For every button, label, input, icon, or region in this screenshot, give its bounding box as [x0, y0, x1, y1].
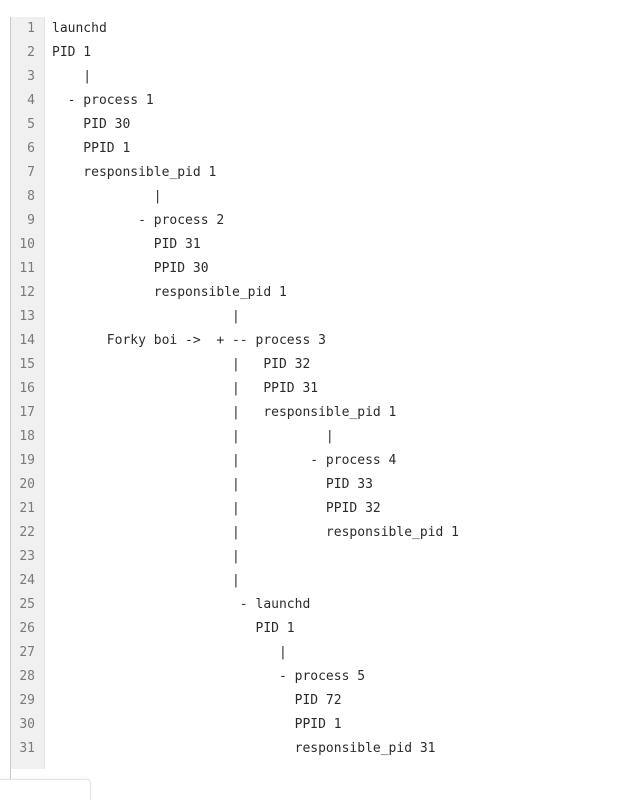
code-line[interactable]: 7 responsible_pid 1: [11, 161, 631, 185]
line-text: PPID 1: [52, 141, 131, 156]
line-text: PID 1: [52, 45, 92, 60]
code-line[interactable]: 8 |: [11, 185, 631, 209]
line-text: | PPID 32: [52, 501, 381, 516]
code-line[interactable]: 22 | responsible_pid 1: [11, 521, 631, 545]
line-number: 12: [19, 285, 35, 300]
bottom-card: [0, 779, 91, 800]
line-text: - process 2: [52, 213, 225, 228]
line-text: PPID 30: [52, 261, 209, 276]
code-line[interactable]: 25 - launchd: [11, 593, 631, 617]
line-number: 25: [19, 597, 35, 612]
line-number: 5: [27, 117, 35, 132]
code-editor[interactable]: [11, 17, 631, 769]
code-line[interactable]: 31 responsible_pid 31: [11, 737, 631, 761]
code-line[interactable]: 15 | PID 32: [11, 353, 631, 377]
line-text: PID 72: [52, 693, 342, 708]
line-text: - launchd: [52, 597, 311, 612]
line-number: 30: [19, 717, 35, 732]
line-number: 28: [19, 669, 35, 684]
line-text: PPID 1: [52, 717, 342, 732]
line-number: 9: [27, 213, 35, 228]
code-line[interactable]: 20 | PID 33: [11, 473, 631, 497]
line-text: | |: [52, 429, 334, 444]
line-number: 22: [19, 525, 35, 540]
code-line[interactable]: 14 Forky boi -> + -- process 3: [11, 329, 631, 353]
code-line[interactable]: 23 |: [11, 545, 631, 569]
line-text: | PPID 31: [52, 381, 319, 396]
code-line[interactable]: 13 |: [11, 305, 631, 329]
line-number: 27: [19, 645, 35, 660]
line-number: 19: [19, 453, 35, 468]
line-number: 6: [27, 141, 35, 156]
code-line[interactable]: 17 | responsible_pid 1: [11, 401, 631, 425]
code-line[interactable]: 21 | PPID 32: [11, 497, 631, 521]
code-line[interactable]: 28 - process 5: [11, 665, 631, 689]
code-line[interactable]: 9 - process 2: [11, 209, 631, 233]
line-number: 10: [19, 237, 35, 252]
line-text: Forky boi -> + -- process 3: [52, 333, 326, 348]
line-text: | responsible_pid 1: [52, 405, 397, 420]
line-number: 14: [19, 333, 35, 348]
line-number: 3: [27, 69, 35, 84]
code-line[interactable]: 10 PID 31: [11, 233, 631, 257]
line-text: - process 5: [52, 669, 366, 684]
code-line[interactable]: 12 responsible_pid 1: [11, 281, 631, 305]
line-text: |: [52, 549, 240, 564]
code-line[interactable]: 27 |: [11, 641, 631, 665]
line-number: 1: [27, 21, 35, 36]
line-text: | PID 32: [52, 357, 311, 372]
line-number: 31: [19, 741, 35, 756]
code-line[interactable]: 30 PPID 1: [11, 713, 631, 737]
line-text: | PID 33: [52, 477, 373, 492]
code-line[interactable]: 11 PPID 30: [11, 257, 631, 281]
gutter-divider: [44, 17, 45, 769]
code-line[interactable]: 3 |: [11, 65, 631, 89]
line-number: 11: [19, 261, 35, 276]
line-number: 4: [27, 93, 35, 108]
line-number: 20: [19, 477, 35, 492]
line-number: 23: [19, 549, 35, 564]
line-number: 26: [19, 621, 35, 636]
code-line[interactable]: 24 |: [11, 569, 631, 593]
line-text: PID 31: [52, 237, 201, 252]
code-line[interactable]: 19 | - process 4: [11, 449, 631, 473]
line-text: responsible_pid 1: [52, 285, 287, 300]
code-line[interactable]: 1 launchd: [11, 17, 631, 41]
line-text: launchd: [52, 21, 107, 36]
code-line[interactable]: 18 | |: [11, 425, 631, 449]
line-number: 8: [27, 189, 35, 204]
line-text: |: [52, 189, 162, 204]
line-text: | responsible_pid 1: [52, 525, 459, 540]
line-text: - process 1: [52, 93, 154, 108]
code-line[interactable]: 26 PID 1: [11, 617, 631, 641]
line-number: 7: [27, 165, 35, 180]
code-line[interactable]: 2 PID 1: [11, 41, 631, 65]
line-text: responsible_pid 1: [52, 165, 217, 180]
code-line[interactable]: 6 PPID 1: [11, 137, 631, 161]
line-number: 24: [19, 573, 35, 588]
line-text: PID 1: [52, 621, 295, 636]
line-number: 13: [19, 309, 35, 324]
code-line[interactable]: 16 | PPID 31: [11, 377, 631, 401]
line-text: responsible_pid 31: [52, 741, 436, 756]
line-text: PID 30: [52, 117, 131, 132]
line-number-gutter: [11, 17, 44, 769]
editor-left-border: [10, 17, 11, 779]
line-text: |: [52, 309, 240, 324]
line-number: 15: [19, 357, 35, 372]
line-number: 29: [19, 693, 35, 708]
code-line[interactable]: 4 - process 1: [11, 89, 631, 113]
line-text: |: [52, 69, 92, 84]
line-number: 17: [19, 405, 35, 420]
line-number: 21: [19, 501, 35, 516]
line-number: 18: [19, 429, 35, 444]
line-text: | - process 4: [52, 453, 397, 468]
line-number: 16: [19, 381, 35, 396]
code-line[interactable]: 5 PID 30: [11, 113, 631, 137]
line-text: |: [52, 645, 287, 660]
code-line[interactable]: 29 PID 72: [11, 689, 631, 713]
line-number: 2: [27, 45, 35, 60]
line-text: |: [52, 573, 240, 588]
